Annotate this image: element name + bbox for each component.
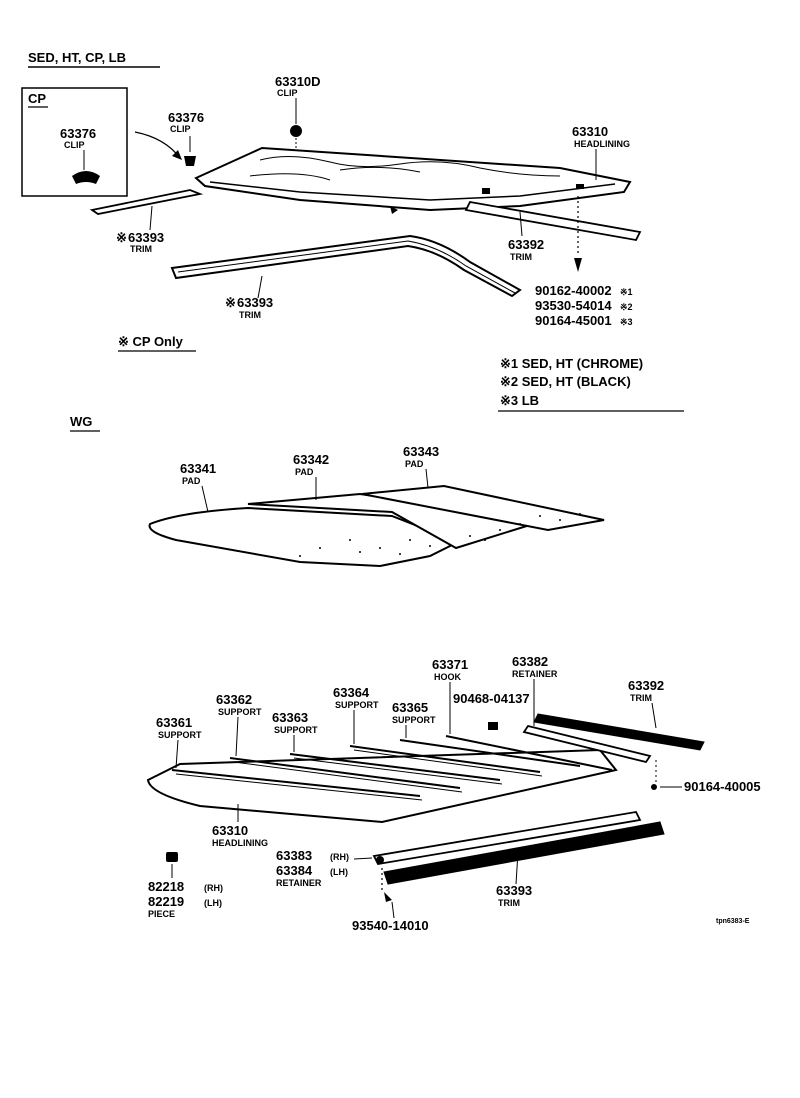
- support1-number: 63361: [156, 715, 192, 730]
- retainer-name: RETAINER: [512, 669, 558, 679]
- trim-bottom: [383, 821, 665, 885]
- screw3-mark: ※3: [620, 317, 633, 327]
- retainer-bottom-name: RETAINER: [276, 878, 322, 888]
- screw-bottom-number: 93540-14010: [352, 918, 429, 933]
- pad2-number: 63342: [293, 452, 329, 467]
- bolt-number: 90468-04137: [453, 691, 530, 706]
- headlining-top-name: HEADLINING: [574, 139, 630, 149]
- clip-icon: [184, 156, 196, 166]
- bolt-icon: [488, 722, 498, 730]
- support4-name: SUPPORT: [335, 700, 379, 710]
- trim-upper-number: 63393: [128, 230, 164, 245]
- piece-rh-number: 82218: [148, 879, 184, 894]
- wg-supports: [171, 739, 581, 797]
- pad-middle: [247, 492, 547, 550]
- screw-icon-wg: [651, 784, 657, 790]
- wg-headlining-number: 63310: [212, 823, 248, 838]
- clip-d-icon: [290, 125, 302, 137]
- retainer-rh-side: (RH): [330, 852, 349, 862]
- reference-code: tpn6383-E: [716, 918, 750, 925]
- cp-inset-label: CP: [28, 91, 46, 106]
- clip-d-name: CLIP: [277, 88, 298, 98]
- trim-rear: [464, 200, 642, 242]
- clip-inset-name: CLIP: [64, 140, 85, 150]
- piece-lh-number: 82219: [148, 894, 184, 909]
- screw1-mark: ※1: [620, 287, 633, 297]
- note-3: ※3 LB: [500, 393, 539, 408]
- hook-number: 63371: [432, 657, 468, 672]
- trim-rear-name: TRIM: [510, 252, 532, 262]
- piece-lh-side: (LH): [204, 898, 222, 908]
- support5-number: 63365: [392, 700, 428, 715]
- trim-rear-number: 63392: [508, 237, 544, 252]
- wg-retainer: [522, 724, 652, 764]
- screw2-number: 93530-54014: [535, 298, 612, 313]
- wg-headlining-name: HEADLINING: [212, 838, 268, 848]
- trim-lower-number: 63393: [237, 295, 273, 310]
- retainer-lh-number: 63384: [276, 863, 313, 878]
- trim-upper-left: [89, 189, 204, 215]
- trim-lower-name: TRIM: [239, 310, 261, 320]
- screw3-number: 90164-45001: [535, 313, 612, 328]
- hook-name: HOOK: [434, 672, 462, 682]
- trim-curved: [170, 234, 522, 298]
- screw-bottom-icon: [384, 892, 392, 902]
- clip-number: 63376: [168, 110, 204, 125]
- support2-number: 63362: [216, 692, 252, 707]
- piece-icon: [166, 852, 178, 862]
- support3-name: SUPPORT: [274, 725, 318, 735]
- clip-name: CLIP: [170, 124, 191, 134]
- pad-rear: [361, 484, 605, 532]
- screw1-number: 90162-40002: [535, 283, 612, 298]
- trim-upper-name: TRIM: [130, 244, 152, 254]
- pad3-name: PAD: [405, 459, 424, 469]
- clip-inset-icon: [72, 171, 100, 184]
- trim-lower-mark: ※: [225, 295, 236, 310]
- piece-name: PIECE: [148, 909, 175, 919]
- pad2-name: PAD: [295, 467, 314, 477]
- support4-number: 63364: [333, 685, 370, 700]
- retainer-lh-side: (LH): [330, 867, 348, 877]
- section-title-top: SED, HT, CP, LB: [28, 50, 126, 65]
- headlining-top: [194, 146, 632, 212]
- pad-texture: [299, 513, 581, 557]
- piece-rh-side: (RH): [204, 883, 223, 893]
- section-title-wg: WG: [70, 414, 92, 429]
- wg-headlining: [146, 748, 618, 824]
- screw2-mark: ※2: [620, 302, 633, 312]
- trim-top-name: TRIM: [630, 693, 652, 703]
- screw-icon-top: [574, 258, 582, 272]
- clip-d-number: 63310D: [275, 74, 321, 89]
- pad1-number: 63341: [180, 461, 216, 476]
- cp-inset-box: [21, 87, 128, 197]
- pad3-number: 63343: [403, 444, 439, 459]
- trim-top-number: 63392: [628, 678, 664, 693]
- support1-name: SUPPORT: [158, 730, 202, 740]
- cp-only-note: ※ CP Only: [118, 334, 184, 349]
- trim-bottom-number: 63393: [496, 883, 532, 898]
- support3-number: 63363: [272, 710, 308, 725]
- pad1-name: PAD: [182, 476, 201, 486]
- wg-hook-rail: [445, 735, 613, 771]
- trim-bottom-name: TRIM: [498, 898, 520, 908]
- support5-name: SUPPORT: [392, 715, 436, 725]
- trim-upper-mark: ※: [116, 230, 127, 245]
- screw-wg-number: 90164-40005: [684, 779, 761, 794]
- wg-trim-top: [533, 713, 705, 751]
- note-2: ※2 SED, HT (BLACK): [500, 374, 631, 389]
- retainer-rh-number: 63383: [276, 848, 312, 863]
- headlining-top-number: 63310: [572, 124, 608, 139]
- support2-name: SUPPORT: [218, 707, 262, 717]
- note-1: ※1 SED, HT (CHROME): [500, 356, 643, 371]
- clip-inset-number: 63376: [60, 126, 96, 141]
- retainer-number: 63382: [512, 654, 548, 669]
- clip-arrow: [134, 131, 181, 159]
